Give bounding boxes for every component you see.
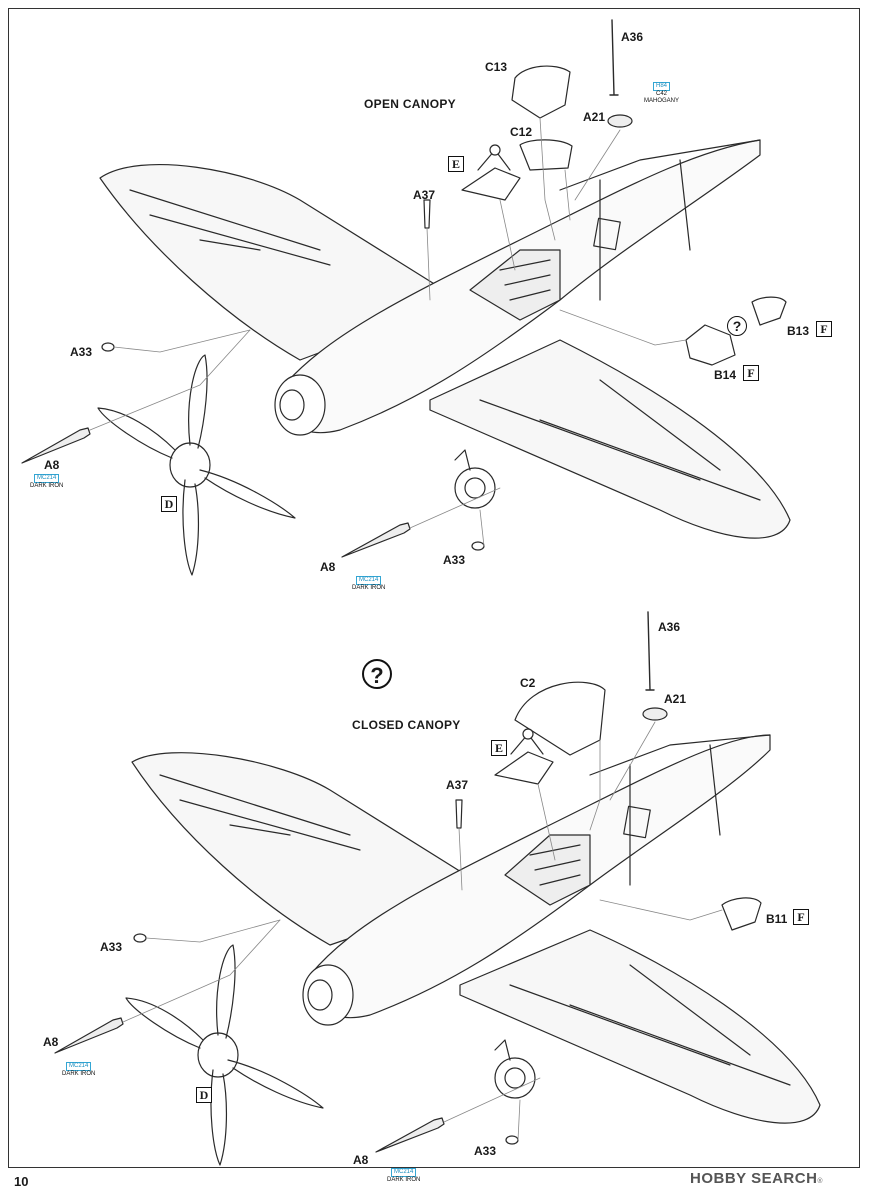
paint-code: MC214 xyxy=(34,474,60,483)
part-label-a8-bottom: A8 xyxy=(353,1153,369,1167)
leaders-closed-canopy xyxy=(122,721,723,1141)
watermark-brand: HOBBY SEARCH xyxy=(690,1170,818,1187)
paint-code: H84 xyxy=(653,82,671,91)
part-label-a37: A37 xyxy=(413,188,436,202)
watermark-logo: HOBBY SEARCH® xyxy=(690,1170,823,1187)
question-mark-icon: ? xyxy=(727,316,747,336)
paint-code: MC214 xyxy=(356,576,382,585)
paint-callout-a8-left: MC214 DARK IRON xyxy=(62,1062,95,1078)
paint-name: DARK IRON xyxy=(387,1177,421,1183)
part-label-a36: A36 xyxy=(621,30,644,44)
subassembly-label-f-b13: F xyxy=(816,321,832,337)
part-label-a36: A36 xyxy=(658,620,681,634)
part-label-a33-bottom: A33 xyxy=(474,1144,497,1158)
part-label-b14: B14 xyxy=(714,368,737,382)
part-label-b11: B11 xyxy=(766,912,788,926)
part-label-c13: C13 xyxy=(485,60,508,74)
part-label-a21: A21 xyxy=(664,692,687,706)
leaders-open-canopy xyxy=(89,117,687,547)
subassembly-label-d: D xyxy=(196,1087,212,1103)
part-label-a33-bottom: A33 xyxy=(443,553,466,567)
subassembly-label-f-b14: F xyxy=(743,365,759,381)
paint-callout-a8-bottom: MC214 DARK IRON xyxy=(352,576,385,592)
section-title-open-canopy: OPEN CANOPY xyxy=(364,97,456,111)
page-number: 10 xyxy=(14,1174,29,1189)
watermark-symbol: ® xyxy=(817,1178,824,1185)
part-label-a21: A21 xyxy=(583,110,606,124)
paint-name: MAHOGANY xyxy=(644,98,680,104)
paint-name: DARK IRON xyxy=(30,483,64,489)
paint-name: DARK IRON xyxy=(352,585,386,591)
paint-callout-a21: H84 C42 MAHOGANY xyxy=(644,82,679,105)
part-label-a8-bottom: A8 xyxy=(320,560,336,574)
aircraft-open-canopy xyxy=(97,139,791,576)
paint-callout-a8-bottom: MC214 DARK IRON xyxy=(387,1168,420,1184)
paint-code: MC214 xyxy=(66,1062,92,1071)
paint-name: DARK IRON xyxy=(62,1071,96,1077)
part-label-a8-left: A8 xyxy=(44,458,60,472)
subassembly-label-e: E xyxy=(448,156,464,172)
aircraft-closed-canopy xyxy=(125,734,821,1166)
part-label-a33-left: A33 xyxy=(70,345,93,359)
question-mark-icon: ? xyxy=(362,659,392,689)
paint-code-secondary: C42 xyxy=(656,91,668,97)
part-label-c2: C2 xyxy=(520,676,536,690)
subassembly-label-e: E xyxy=(491,740,507,756)
part-label-a8-left: A8 xyxy=(43,1035,59,1049)
parts-closed-canopy xyxy=(54,611,762,1153)
parts-open-canopy xyxy=(21,19,787,558)
paint-code: MC214 xyxy=(391,1168,417,1177)
page-frame xyxy=(8,8,860,1168)
part-label-a33-left: A33 xyxy=(100,940,123,954)
part-label-a37: A37 xyxy=(446,778,469,792)
part-label-c12: C12 xyxy=(510,125,533,139)
paint-callout-a8-left: MC214 DARK IRON xyxy=(30,474,63,490)
part-label-b13: B13 xyxy=(787,324,810,338)
section-title-closed-canopy: CLOSED CANOPY xyxy=(352,718,461,732)
subassembly-label-f-b11: F xyxy=(793,909,809,925)
subassembly-label-d: D xyxy=(161,496,177,512)
